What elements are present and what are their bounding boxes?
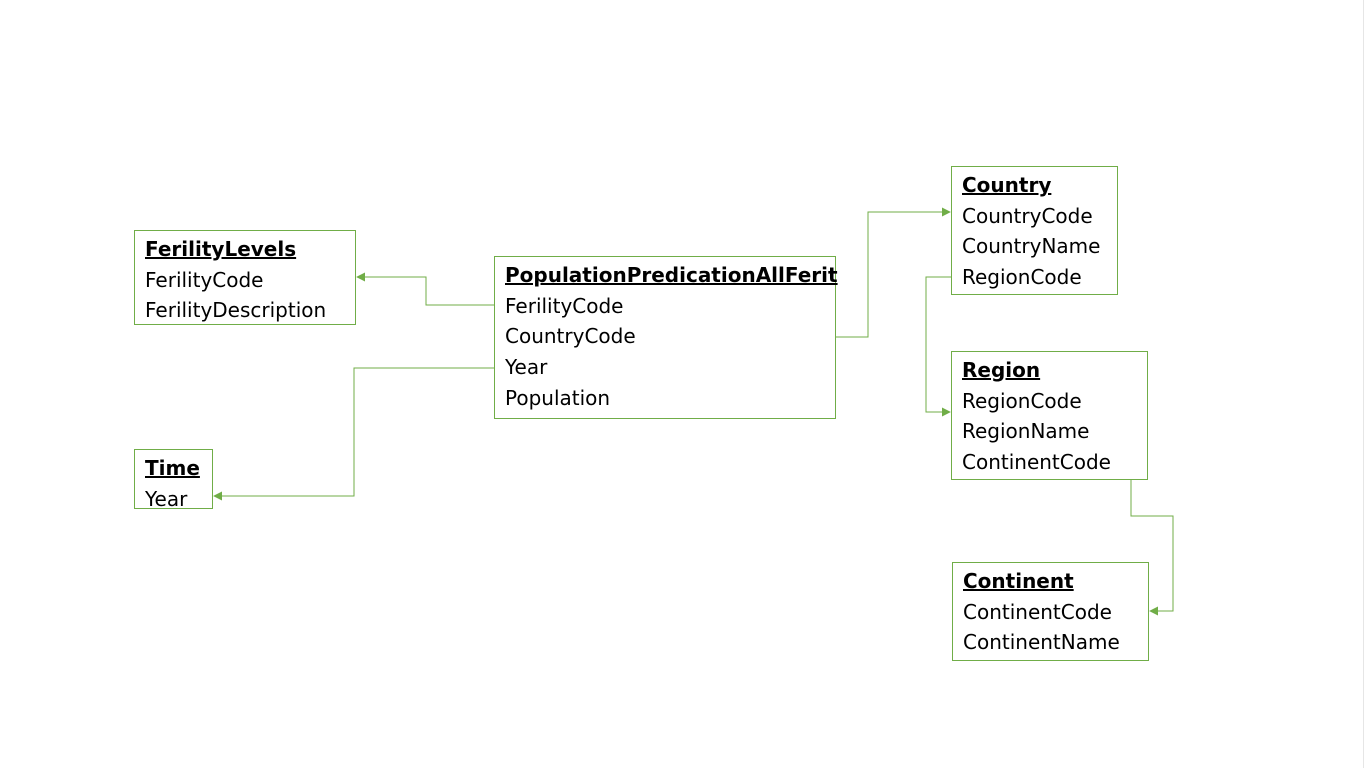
entity-population-predication: PopulationPredicationAllFerit FerilityCo… <box>494 256 838 419</box>
field-continent-name: ContinentName <box>963 630 1120 655</box>
field-year: Year <box>505 355 548 380</box>
entity-continent: Continent ContinentCode ContinentName <box>952 562 1149 661</box>
entity-title: Country <box>962 173 1052 197</box>
entity-region: Region RegionCode RegionName ContinentCo… <box>951 351 1148 480</box>
field-population: Population <box>505 385 611 410</box>
field-continent-code: ContinentCode <box>962 450 1111 475</box>
connector-ferility-code <box>356 272 494 306</box>
field-country-name: CountryName <box>962 234 1101 259</box>
field-continent-code: ContinentCode <box>963 599 1112 624</box>
slide-edge <box>1363 0 1364 768</box>
entity-title: PopulationPredicationAllFerit <box>505 263 838 287</box>
field-country-code: CountryCode <box>962 203 1093 228</box>
field-region-code: RegionCode <box>962 265 1082 290</box>
field-year: Year <box>145 486 188 511</box>
field-region-code: RegionCode <box>962 388 1082 413</box>
entity-title: Time <box>145 456 200 480</box>
entity-title: Continent <box>963 569 1074 593</box>
entity-country: Country CountryCode CountryName RegionCo… <box>951 166 1118 295</box>
field-region-name: RegionName <box>962 419 1090 444</box>
entity-time: Time Year <box>134 449 213 511</box>
field-ferility-code: FerilityCode <box>505 293 624 318</box>
entity-ferility-levels: FerilityLevels FerilityCode FerilityDesc… <box>134 230 356 325</box>
connector-region-code <box>925 276 951 417</box>
field-ferility-code: FerilityCode <box>145 267 264 292</box>
connector-continent-code <box>1130 470 1174 616</box>
connector-year <box>213 367 494 501</box>
field-country-code: CountryCode <box>505 324 636 349</box>
entity-title: FerilityLevels <box>145 237 297 261</box>
field-ferility-description: FerilityDescription <box>145 298 327 323</box>
entity-title: Region <box>962 358 1041 382</box>
